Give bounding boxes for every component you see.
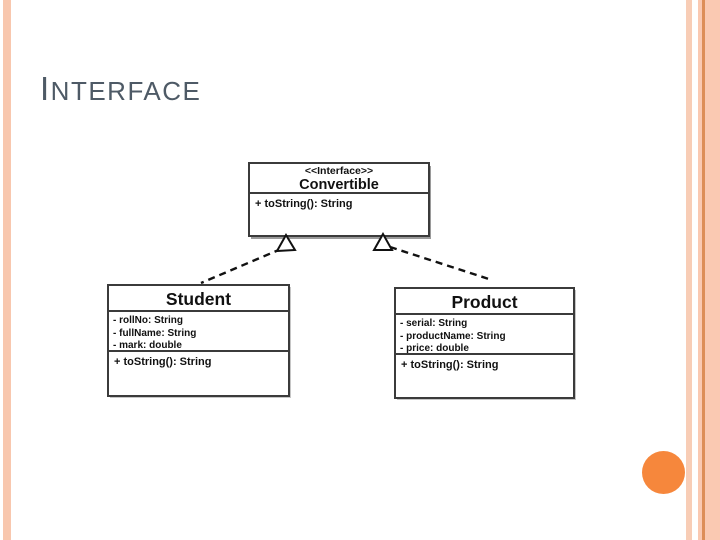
attribute-line: - fullName: String <box>113 327 197 339</box>
right-edge-accent-line <box>702 0 705 540</box>
attribute-line: - price: double <box>400 343 469 354</box>
interface-header-compartment: <<Interface>> Convertible <box>250 164 428 194</box>
method-line: + toString(): String <box>401 359 499 371</box>
interface-name: Convertible <box>299 177 379 193</box>
attribute-line: - serial: String <box>400 318 468 329</box>
decorative-circle <box>642 451 685 494</box>
student-methods-compartment: + toString(): String <box>109 352 288 395</box>
product-attributes-compartment: - serial: String - productName: String -… <box>396 315 573 355</box>
interface-method: + toString(): String <box>255 198 353 210</box>
realization-line-right <box>389 245 493 282</box>
right-edge-stripe-outer <box>686 0 692 540</box>
interface-stereotype: <<Interface>> <box>304 165 374 177</box>
class-name-product: Product <box>396 289 573 315</box>
uml-interface-box: <<Interface>> Convertible + toString(): … <box>248 162 430 237</box>
attribute-line: - productName: String <box>400 330 506 342</box>
interface-methods-compartment: + toString(): String <box>250 194 428 235</box>
uml-class-box-product: Product - serial: String - productName: … <box>394 287 575 399</box>
left-edge-stripe <box>3 0 11 540</box>
slide-title: INTERFACE <box>40 70 202 107</box>
attribute-line: - rollNo: String <box>113 315 183 326</box>
class-name-student: Student <box>109 286 288 312</box>
realization-arrowhead-left-icon <box>275 233 297 253</box>
student-attributes-compartment: - rollNo: String - fullName: String - ma… <box>109 312 288 352</box>
method-line: + toString(): String <box>114 356 212 368</box>
realization-line-left <box>200 247 282 285</box>
uml-class-box-student: Student - rollNo: String - fullName: Str… <box>107 284 290 397</box>
product-methods-compartment: + toString(): String <box>396 355 573 397</box>
attribute-line: - mark: double <box>113 340 182 351</box>
